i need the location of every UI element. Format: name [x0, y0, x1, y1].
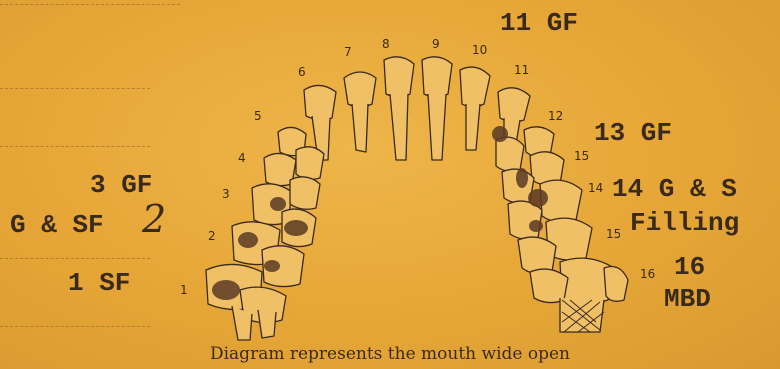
tooth-number: 12 — [548, 110, 563, 122]
filling-mark — [270, 197, 286, 211]
filling-mark — [264, 260, 280, 272]
tooth-10 — [460, 67, 490, 107]
tooth-number: 15 — [574, 150, 589, 162]
annotation-14-line1: 14 G & S — [612, 176, 737, 202]
annotation-2-handwritten: 2 — [142, 200, 166, 238]
filling-mark — [492, 126, 508, 142]
annotation-1: 1 SF — [68, 270, 130, 296]
annotation-16-line1: 16 — [674, 254, 705, 280]
tooth-number: 8 — [382, 38, 390, 50]
filling-mark — [516, 168, 528, 188]
tooth-9 — [422, 57, 452, 97]
tooth-number: 15 — [606, 228, 621, 240]
tooth-number: 14 — [588, 182, 603, 194]
tooth-11 — [498, 88, 530, 122]
tooth-number: 11 — [514, 64, 529, 76]
tooth-number: 6 — [298, 66, 306, 78]
annotation-14-line2: Filling — [630, 210, 739, 236]
tooth-number: 9 — [432, 38, 440, 50]
tooth-number: 4 — [238, 152, 246, 164]
tooth-number: 10 — [472, 44, 487, 56]
filling-mark — [212, 280, 240, 300]
annotation-11: 11 GF — [500, 10, 578, 36]
tooth-8 — [384, 57, 414, 97]
tooth-number: 7 — [344, 46, 352, 58]
filling-mark — [529, 220, 543, 232]
annotation-2: G & SF — [10, 212, 104, 238]
filling-mark — [528, 189, 548, 207]
tooth-number: 3 — [222, 188, 230, 200]
filling-mark — [284, 220, 308, 236]
tooth-number: 1 — [180, 284, 188, 296]
tooth-number: 16 — [640, 268, 655, 280]
tooth-number: 2 — [208, 230, 216, 242]
filling-mark — [238, 232, 258, 248]
diagram-caption: Diagram represents the mouth wide open — [0, 344, 780, 364]
tooth-7 — [344, 72, 376, 107]
tooth-number: 5 — [254, 110, 262, 122]
tooth-6 — [304, 85, 336, 119]
annotation-3: 3 GF — [90, 172, 152, 198]
annotation-16-line2: MBD — [664, 286, 711, 312]
annotation-13: 13 GF — [594, 120, 672, 146]
